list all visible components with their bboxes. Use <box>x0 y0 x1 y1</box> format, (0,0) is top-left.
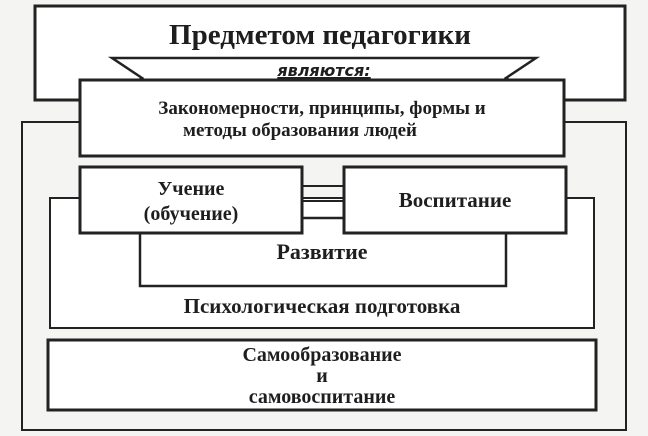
self-education-line-3: самовоспитание <box>249 386 396 408</box>
upbringing-box <box>342 165 568 235</box>
title-text: Предметом педагогики <box>169 19 471 51</box>
upbringing-label: Воспитание <box>399 188 512 212</box>
development-label: Развитие <box>276 239 367 264</box>
subject-line-1: Закономерности, принципы, формы и <box>158 98 485 119</box>
self-education-line-2: и <box>316 365 328 387</box>
learning-box <box>78 165 304 235</box>
subject-box <box>78 78 566 158</box>
subject-line-2: методы образования людей <box>183 120 417 141</box>
self-education-box <box>46 338 598 412</box>
psych-prep-label: Психологическая подготовка <box>184 294 461 318</box>
learning-line-2: (обучение) <box>144 203 239 225</box>
learning-line-1: Учение <box>158 178 225 200</box>
connector-label: являются: <box>276 61 370 80</box>
self-education-line-1: Самообразование <box>242 344 401 366</box>
